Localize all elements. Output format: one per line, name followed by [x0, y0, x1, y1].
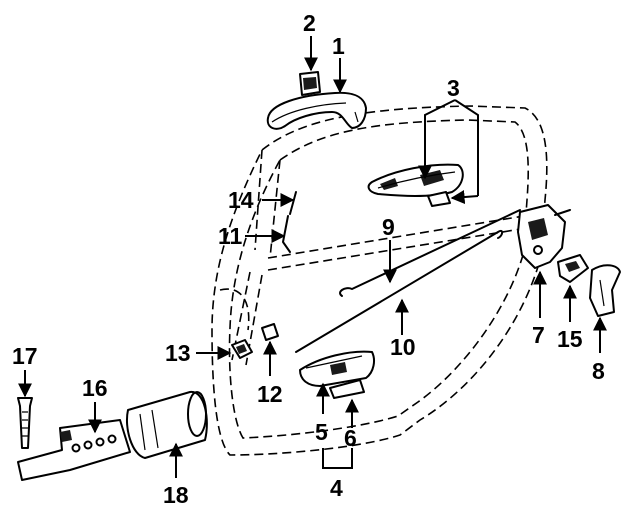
callout-7: 7 [532, 322, 545, 348]
callout-labels: 1 2 3 4 5 6 7 8 9 10 11 12 13 14 15 16 1… [12, 10, 605, 508]
callout-10: 10 [390, 334, 416, 360]
callout-14: 14 [228, 187, 254, 213]
latch-bracket [557, 254, 589, 283]
callout-3: 3 [447, 75, 460, 101]
callout-9: 9 [382, 214, 395, 240]
callout-2: 2 [303, 10, 316, 36]
door-outline [211, 105, 548, 456]
callout-1: 1 [332, 33, 345, 59]
lock-housing [126, 390, 208, 459]
leader-lines [18, 36, 607, 478]
callout-18: 18 [163, 482, 189, 508]
callout-17: 17 [12, 343, 38, 369]
rod-clips [231, 323, 279, 359]
callout-16: 16 [82, 375, 108, 401]
lock-cylinder-rod [17, 397, 33, 449]
callout-5: 5 [315, 419, 328, 445]
inside-handle-bezel [299, 350, 375, 399]
handle-clip [299, 71, 321, 96]
callout-11: 11 [218, 223, 243, 249]
door-latch [517, 204, 571, 269]
callout-8: 8 [592, 358, 605, 384]
callout-15: 15 [557, 326, 583, 352]
callout-12: 12 [257, 381, 283, 407]
inner-handle-assembly [367, 163, 464, 207]
callout-13: 13 [165, 340, 191, 366]
lock-rods [295, 209, 521, 353]
latch-shield [589, 264, 621, 317]
callout-6: 6 [344, 425, 357, 451]
callout-4: 4 [330, 475, 343, 501]
lock-cylinder [17, 419, 131, 481]
